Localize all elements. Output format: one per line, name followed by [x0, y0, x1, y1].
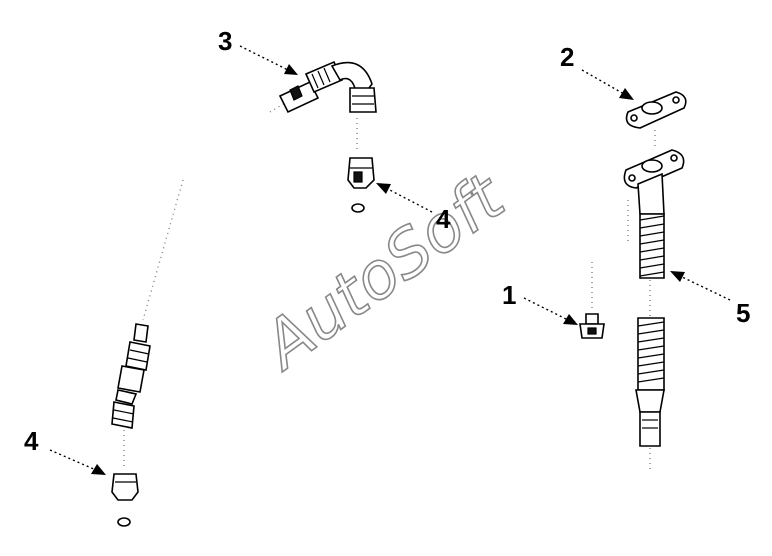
- gasket: [625, 91, 687, 129]
- alignment-line-left-tube: [142, 179, 184, 321]
- leader-1: [523, 297, 578, 325]
- leader-2: [581, 69, 634, 100]
- drain-tube: [623, 149, 685, 447]
- callout-1: 1: [502, 280, 516, 310]
- fitting-lower: [111, 473, 139, 527]
- bent-oil-tube: [278, 60, 377, 114]
- leader-5: [670, 271, 731, 301]
- bolt: [579, 313, 605, 339]
- lower-oil-tube: [111, 323, 151, 429]
- leader-3: [239, 45, 298, 75]
- fitting-upper: [347, 157, 375, 213]
- watermark: AutoSoft: [248, 159, 520, 385]
- callout-4-upper: 4: [436, 204, 451, 234]
- tube-spring-upper: [639, 215, 665, 277]
- callout-3: 3: [218, 26, 232, 56]
- callout-4-lower: 4: [24, 426, 39, 456]
- leader-4-lower: [49, 449, 106, 475]
- callout-2: 2: [560, 42, 574, 72]
- leader-4-upper: [376, 183, 433, 213]
- callout-5: 5: [736, 298, 750, 328]
- tube-spring-lower: [637, 321, 665, 383]
